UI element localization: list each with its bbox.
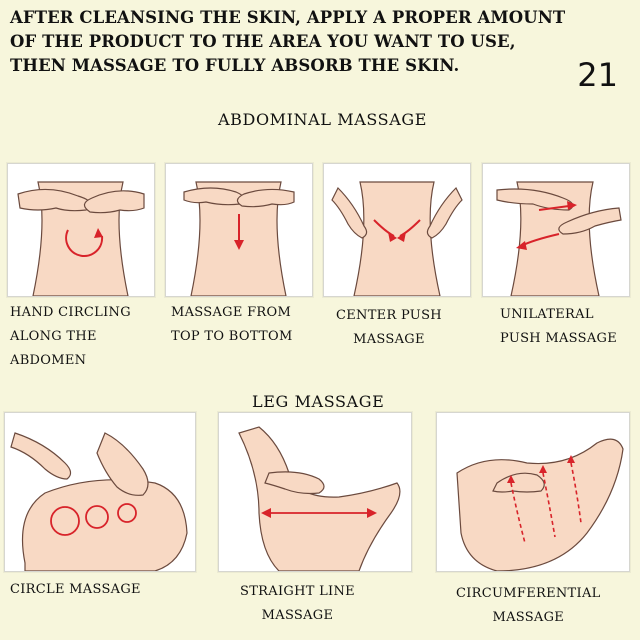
abdominal-illustration-center-push [323, 163, 471, 297]
caption-circle-massage: CIRCLE MASSAGE [10, 582, 141, 597]
leg-illustration-circumferential [436, 412, 630, 572]
page-number: 21 [577, 56, 618, 94]
abdominal-illustration-circling [7, 163, 155, 297]
caption-circumferential: CIRCUMFERENTIAL MASSAGE [456, 586, 601, 625]
abdominal-illustration-unilateral [482, 163, 630, 297]
leg-illustration-circle [4, 412, 196, 572]
abdominal-section-title: ABDOMINAL MASSAGE [218, 110, 428, 129]
caption-unilateral-push: UNILATERAL PUSH MASSAGE [500, 307, 617, 346]
leg-section-title: LEG MASSAGE [252, 392, 385, 411]
caption-top-to-bottom: MASSAGE FROM TOP TO BOTTOM [171, 305, 293, 344]
caption-center-push: CENTER PUSH MASSAGE [336, 308, 442, 347]
caption-straight-line: STRAIGHT LINE MASSAGE [240, 584, 355, 623]
abdominal-illustration-top-bottom [165, 163, 313, 297]
leg-illustration-straight [218, 412, 412, 572]
caption-hand-circling: HAND CIRCLING ALONG THE ABDOMEN [10, 305, 131, 368]
intro-text: AFTER CLEANSING THE SKIN, APPLY A PROPER… [10, 8, 566, 75]
